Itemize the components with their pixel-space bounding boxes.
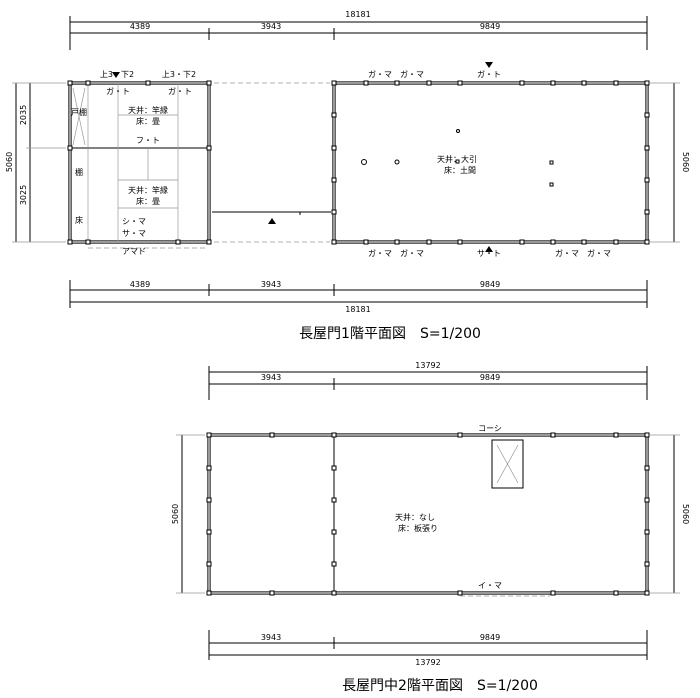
plan2-labels: コーシ 天井：なし 床：板張り イ・マ 長屋門中2階平面図 S=1/200	[342, 424, 538, 694]
plan2-walls	[206, 432, 650, 597]
dim-left: 4389	[130, 22, 150, 31]
plan2-dimensions: 13792 3943 9849 3943 9849 13792 5060 506…	[171, 361, 690, 667]
plan1-dimensions: 18181 4389 3943 9849 4389 3943 9849 1818…	[5, 10, 690, 314]
opening-gama-1: ガ・マ	[368, 69, 392, 79]
dim-right: 9849	[480, 22, 500, 31]
opening-futo: フ・ト	[136, 136, 160, 145]
opening-amado: アマド	[122, 247, 146, 256]
dim-right-bottom: 9849	[480, 280, 500, 289]
dim2-height-right: 5060	[681, 504, 690, 524]
plan2-title: 長屋門中2階平面図 S=1/200	[342, 678, 538, 694]
room2-ceiling: 天井：なし	[395, 512, 435, 522]
dim-total: 18181	[345, 10, 370, 19]
dim-mid-bottom: 3943	[261, 280, 281, 289]
dim2-height: 5060	[171, 504, 180, 524]
room-ceiling-1: 天井：竿縁	[128, 105, 168, 115]
room2-floor: 床：板張り	[398, 523, 438, 533]
room-floor-3: 床：土間	[444, 165, 476, 175]
room-shelf: 棚	[75, 167, 83, 177]
room-floor-2: 床：畳	[136, 196, 160, 206]
dim-left-bottom: 4389	[130, 280, 150, 289]
opening-gama-4: ガ・マ	[400, 248, 424, 258]
dim2-total: 13792	[415, 361, 440, 370]
dim2-left-bottom: 3943	[261, 633, 281, 642]
room-ceiling-3: 天井：大引	[437, 154, 477, 164]
opening-shima: シ・マ	[122, 217, 146, 226]
dim-total-bottom: 18181	[345, 305, 370, 314]
plan1-title: 長屋門1階平面図 S=1/200	[299, 326, 481, 342]
plan1-walls	[67, 62, 650, 252]
opening-gama-3: ガ・マ	[368, 248, 392, 258]
opening-gato-2: ガ・ト	[168, 86, 192, 96]
room-floor-1: 床：畳	[136, 116, 160, 126]
dim-height: 5060	[5, 152, 14, 172]
dim2-right: 9849	[480, 373, 500, 382]
dim2-total-bottom: 13792	[415, 658, 440, 667]
opening-gama-2: ガ・マ	[400, 69, 424, 79]
opening-ima: イ・マ	[478, 581, 502, 590]
room-alcove: 床	[75, 215, 83, 225]
opening-gama-5: ガ・マ	[555, 248, 579, 258]
room-ceiling-2: 天井：竿縁	[128, 185, 168, 195]
opening-gama-6: ガ・マ	[587, 248, 611, 258]
stair-label-2: 上3・下2	[162, 70, 196, 79]
opening-sama: サ・マ	[122, 229, 146, 238]
dim2-right-bottom: 9849	[480, 633, 500, 642]
opening-koshi: コーシ	[478, 424, 502, 433]
room-cabinet: 戸棚	[71, 107, 87, 117]
dim-upper: 2035	[19, 105, 28, 125]
opening-gato-1: ガ・ト	[106, 86, 130, 96]
stair-label-1: 上3・下2	[100, 70, 134, 79]
dim-mid: 3943	[261, 22, 281, 31]
opening-gato-3: ガ・ト	[477, 69, 501, 79]
dim2-left: 3943	[261, 373, 281, 382]
dim-lower: 3025	[19, 185, 28, 205]
dim-height-right: 5060	[681, 152, 690, 172]
opening-sato: サ・ト	[477, 249, 501, 258]
plan1-labels: 戸棚 棚 床 天井：竿縁 床：畳 天井：竿縁 床：畳 天井：大引 床：土間 上3…	[71, 69, 611, 342]
